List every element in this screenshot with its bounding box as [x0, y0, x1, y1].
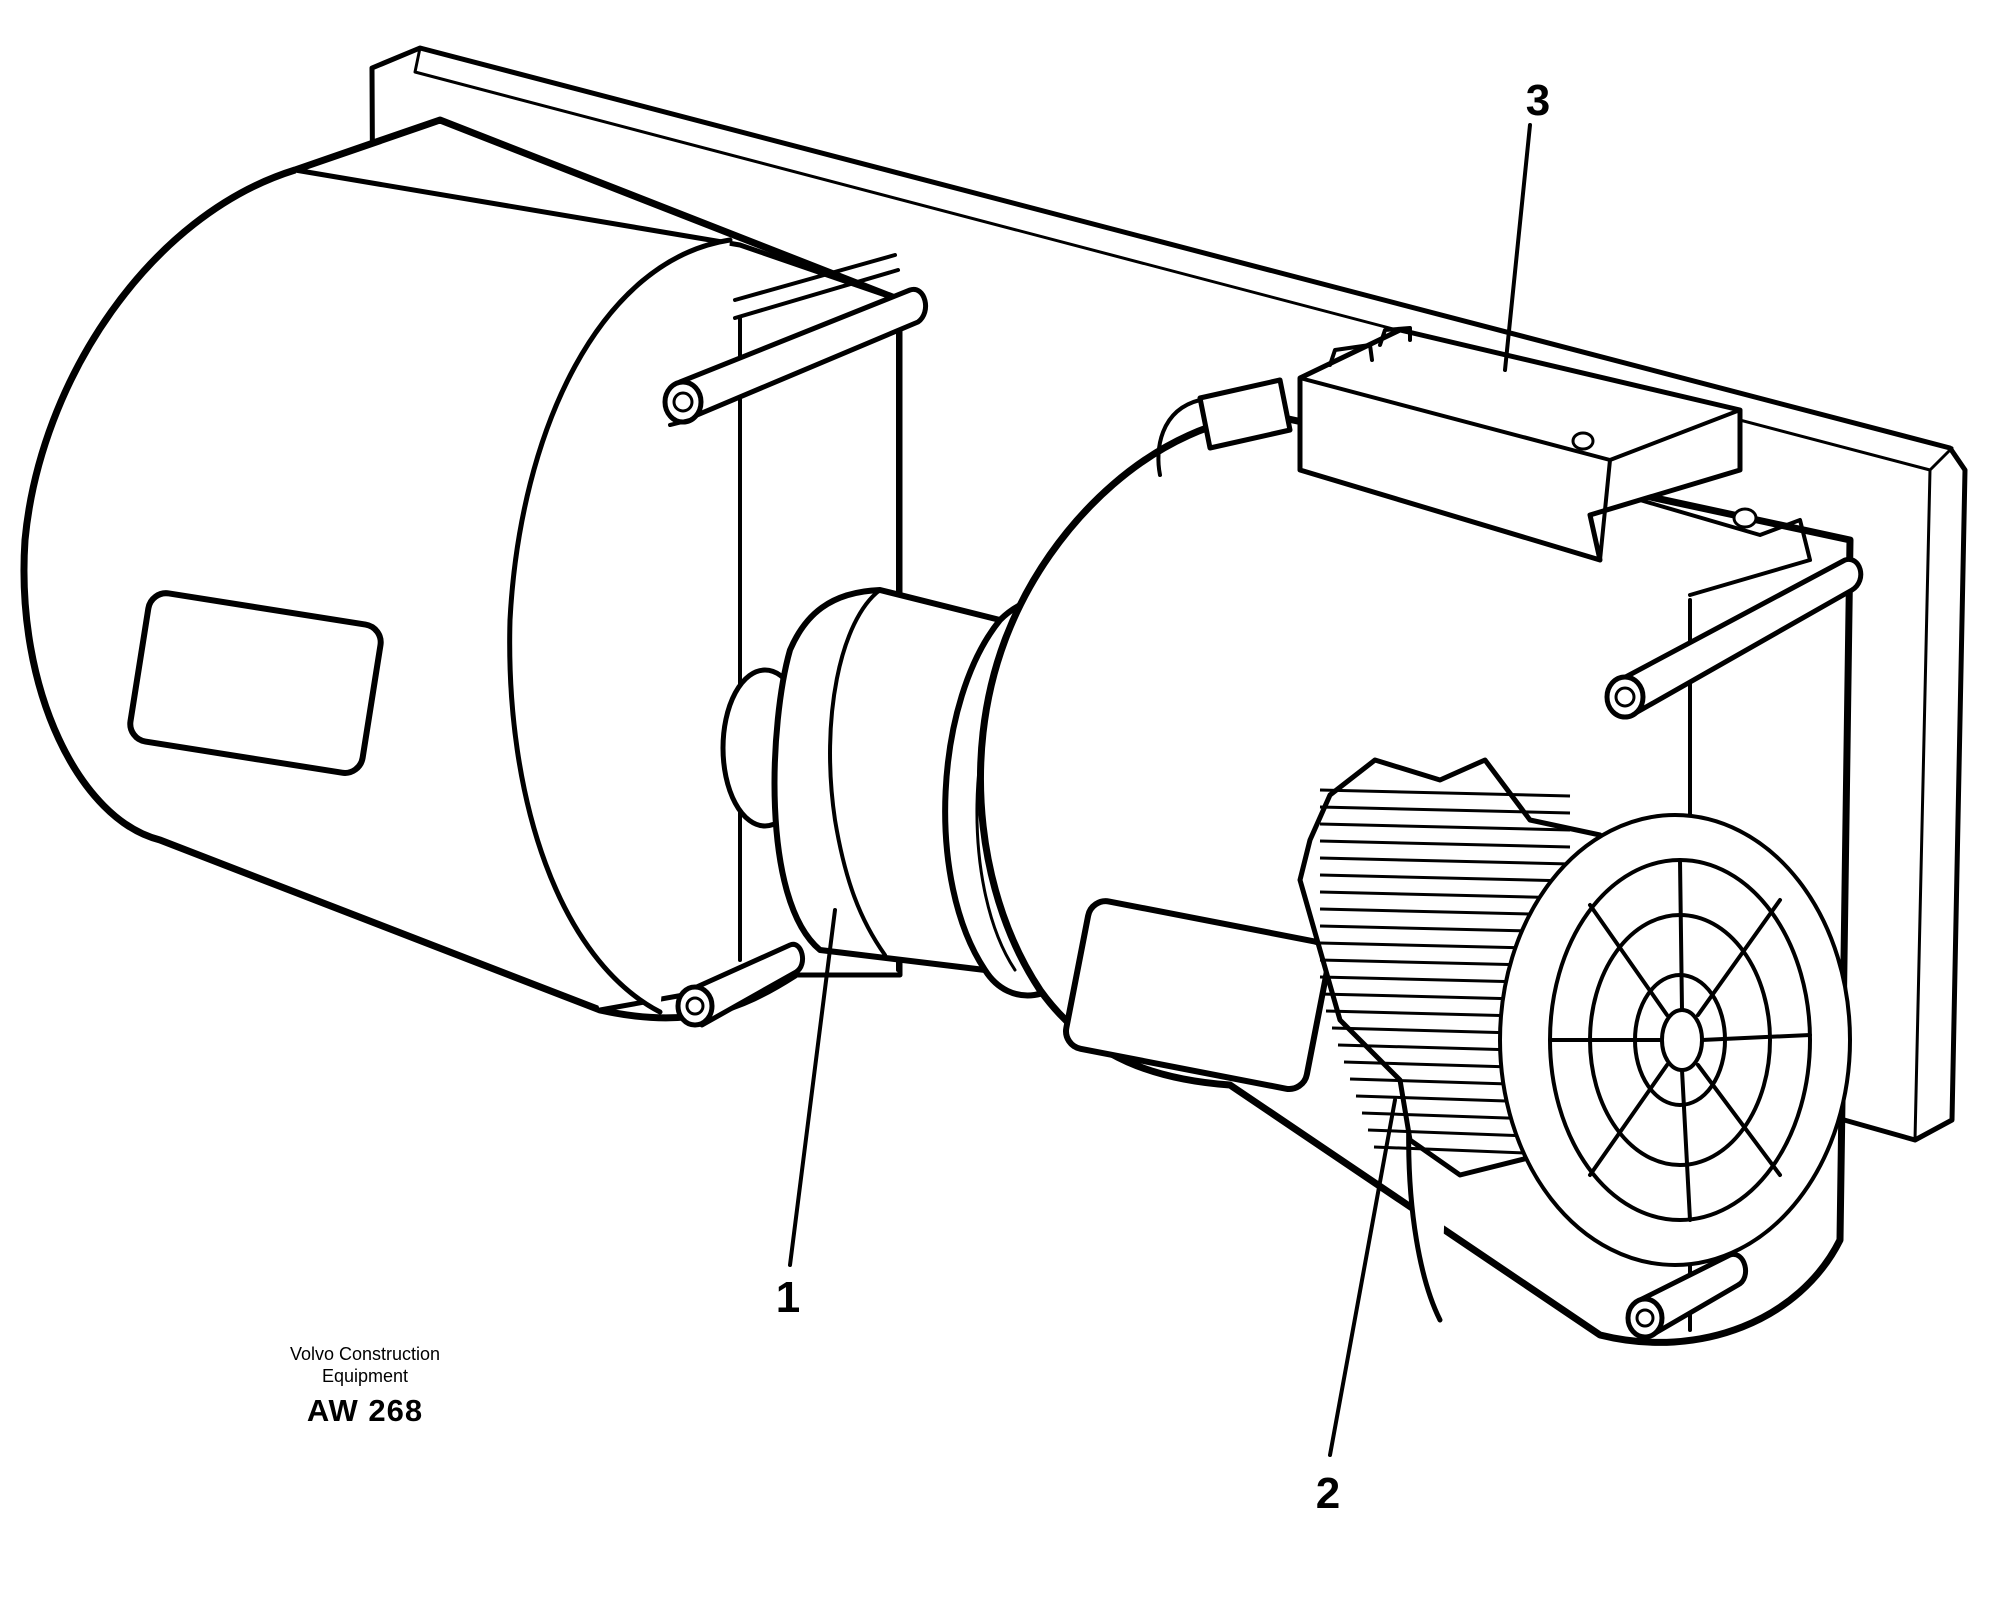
callout-2: 2	[1316, 1469, 1340, 1518]
caption-company-line2: Equipment	[321, 1366, 409, 1386]
caption-company: Volvo Construction	[289, 1344, 441, 1364]
inlet-grille	[1498, 813, 1852, 1267]
figure-code: AW 268	[306, 1393, 424, 1428]
right-lower-rod	[1625, 1252, 1749, 1340]
left-lower-rod	[675, 941, 806, 1028]
right-upper-rod	[1604, 556, 1864, 720]
left-upper-rod	[662, 287, 929, 427]
figure-caption: Volvo Construction Equipment AW 268	[230, 1343, 500, 1429]
fan-blade-line	[1319, 805, 1571, 815]
fan-blade-line	[1319, 822, 1571, 832]
leader-lines	[788, 123, 1532, 1457]
right-blower-housing	[977, 411, 1854, 1346]
control-box	[1156, 326, 1812, 597]
callout-3: 3	[1526, 76, 1550, 125]
fan-blade-line	[1319, 856, 1571, 866]
fan-blade-line	[1319, 873, 1571, 883]
fan-blade-line	[1319, 890, 1571, 900]
callout-1: 1	[776, 1273, 800, 1322]
fan-blade-line	[1373, 1145, 1527, 1155]
fan-blade-line	[1367, 1128, 1531, 1138]
left-blower-housing	[20, 116, 904, 1022]
fan-blade-line	[1319, 839, 1571, 849]
fan-blade-line	[1319, 788, 1571, 798]
